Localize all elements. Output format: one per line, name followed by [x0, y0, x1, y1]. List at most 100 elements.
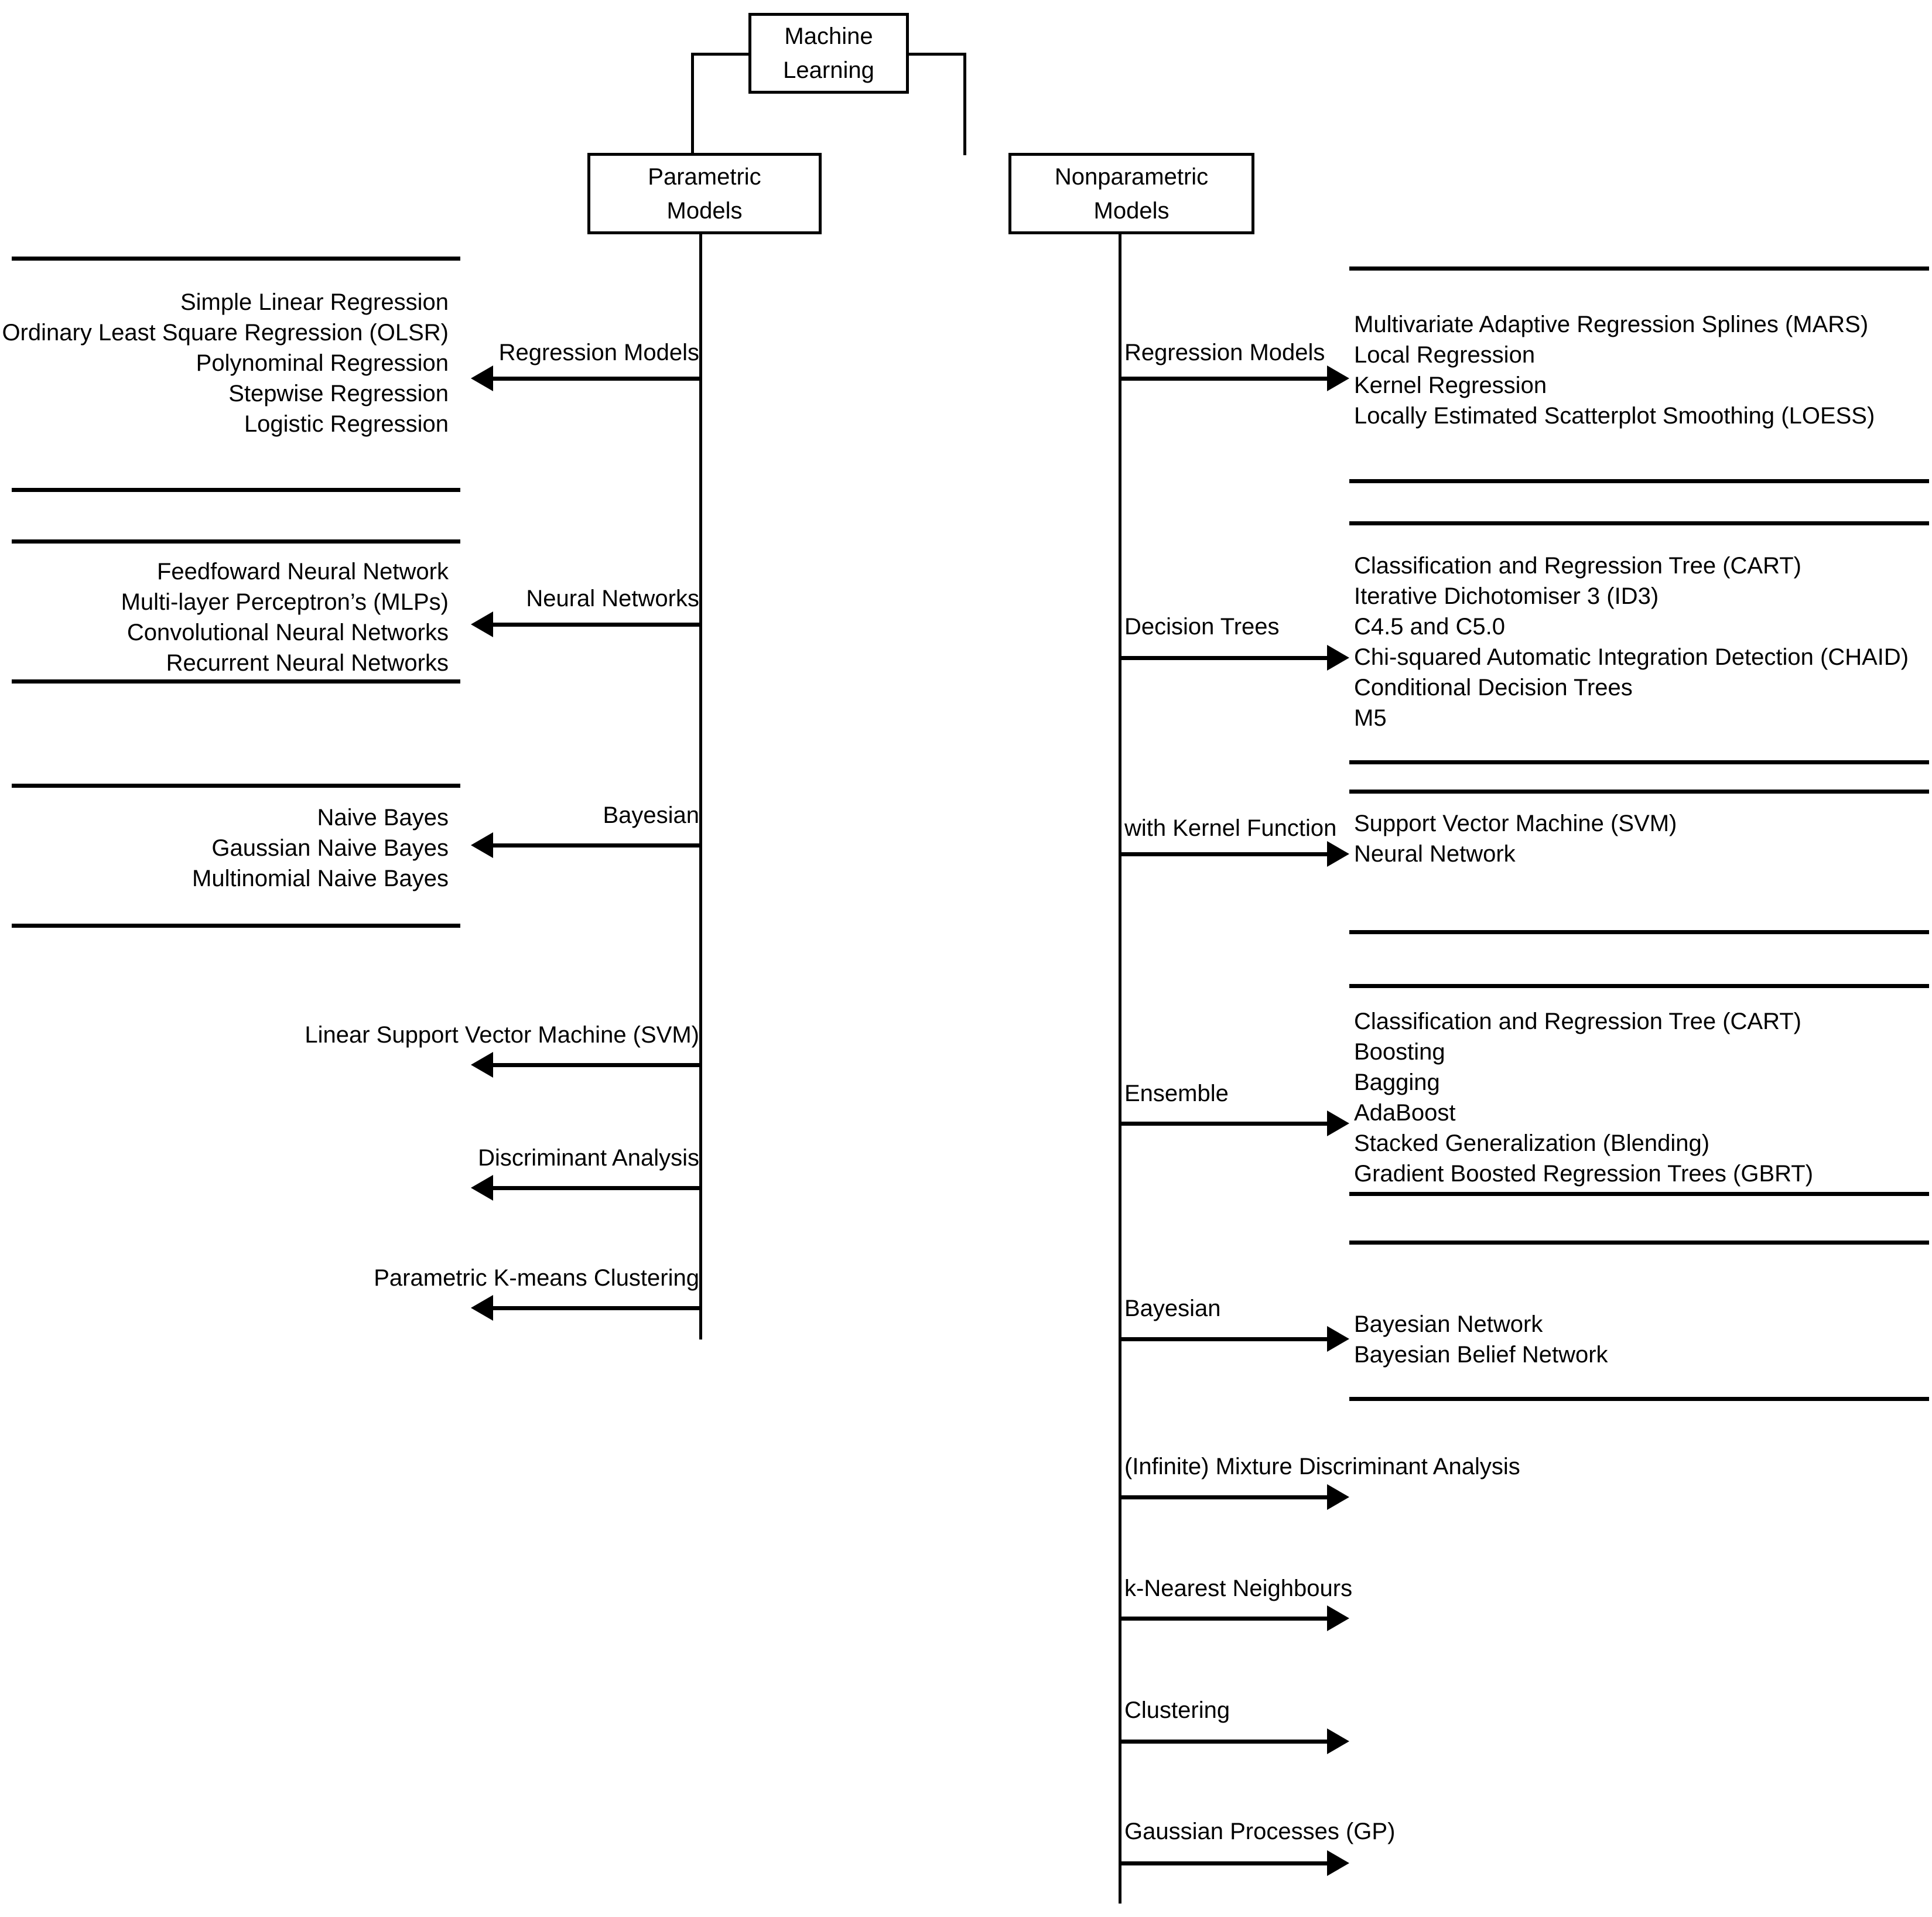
rule-nonparametric-group-0-bottom: [1349, 479, 1929, 483]
rule-parametric-group-2-top: [12, 784, 460, 788]
arrow-head-nonparametric-single-2: [1327, 1728, 1349, 1754]
list-item: Classification and Regression Tree (CART…: [1354, 1009, 1802, 1034]
arrow-head-nonparametric-single-3: [1327, 1850, 1349, 1876]
arrow-head-nonparametric-single-0: [1327, 1484, 1349, 1510]
nonparametric-group-2-items: Support Vector Machine (SVM) Neural Netw…: [1354, 808, 1932, 869]
edge-label-parametric-group-0: Regression Models: [498, 340, 699, 365]
list-item: Convolutional Neural Networks: [126, 620, 449, 645]
edge-label-nonparametric-single-3: Gaussian Processes (GP): [1124, 1819, 1396, 1844]
rule-nonparametric-group-4-top: [1349, 1241, 1929, 1245]
arrow-head-parametric-single-1: [471, 1175, 493, 1201]
rule-parametric-group-0-bottom: [12, 488, 460, 492]
trunk-parametric: [699, 234, 702, 1339]
edge-label-nonparametric-single-2: Clustering: [1124, 1697, 1230, 1723]
parametric-group-1-items: Feedfoward Neural Network Multi-layer Pe…: [0, 556, 449, 678]
nonparametric-group-1-items: Classification and Regression Tree (CART…: [1354, 551, 1932, 733]
arrow-shaft-nonparametric-group-2: [1120, 852, 1327, 856]
rule-nonparametric-group-2-bottom: [1349, 930, 1929, 934]
rule-parametric-group-1-bottom: [12, 679, 460, 684]
list-item: Chi-squared Automatic Integration Detect…: [1354, 644, 1909, 670]
rule-nonparametric-group-2-top: [1349, 790, 1929, 794]
edge-label-nonparametric-group-0: Regression Models: [1124, 340, 1325, 365]
parametric-group-2-items: Naive Bayes Gaussian Naive Bayes Multino…: [0, 802, 449, 894]
rule-nonparametric-group-1-top: [1349, 521, 1929, 525]
arrow-shaft-nonparametric-single-3: [1120, 1861, 1327, 1865]
arrow-head-parametric-single-0: [471, 1052, 493, 1078]
arrow-head-nonparametric-group-1: [1327, 645, 1349, 671]
arrow-shaft-nonparametric-single-2: [1120, 1740, 1327, 1744]
rule-nonparametric-group-1-bottom: [1349, 760, 1929, 764]
rule-nonparametric-group-0-top: [1349, 266, 1929, 271]
edge-label-nonparametric-group-2: with Kernel Function: [1124, 815, 1337, 841]
edge-label-nonparametric-group-3: Ensemble: [1124, 1081, 1229, 1106]
list-item: Locally Estimated Scatterplot Smoothing …: [1354, 403, 1875, 429]
list-item: Naive Bayes: [317, 805, 449, 831]
rule-parametric-group-1-top: [12, 539, 460, 544]
arrow-head-parametric-group-1: [471, 611, 493, 637]
list-item: Bayesian Belief Network: [1354, 1342, 1608, 1368]
trunk-nonparametric: [1119, 234, 1121, 1904]
connector-root-left-horizontal: [691, 53, 750, 56]
list-item: Polynominal Regression: [196, 350, 449, 376]
arrow-shaft-nonparametric-single-0: [1120, 1495, 1327, 1499]
list-item: Stepwise Regression: [228, 381, 449, 406]
node-parametric-models-label: Parametric Models: [648, 163, 761, 224]
node-nonparametric-models[interactable]: Nonparametric Models: [1008, 153, 1254, 234]
arrow-shaft-parametric-single-2: [493, 1306, 700, 1310]
rule-parametric-group-2-bottom: [12, 924, 460, 928]
arrow-shaft-parametric-single-0: [493, 1063, 700, 1067]
node-parametric-models[interactable]: Parametric Models: [587, 153, 822, 234]
nonparametric-group-3-items: Classification and Regression Tree (CART…: [1354, 1006, 1932, 1189]
list-item: Iterative Dichotomiser 3 (ID3): [1354, 583, 1659, 609]
list-item: AdaBoost: [1354, 1100, 1456, 1126]
list-item: Feedfoward Neural Network: [157, 559, 449, 585]
list-item: Gradient Boosted Regression Trees (GBRT): [1354, 1161, 1814, 1187]
arrow-shaft-parametric-group-0: [493, 377, 700, 381]
arrow-head-nonparametric-group-3: [1327, 1110, 1349, 1136]
list-item: Bagging: [1354, 1069, 1440, 1095]
list-item: M5: [1354, 705, 1387, 731]
arrow-shaft-nonparametric-group-3: [1120, 1122, 1327, 1126]
arrow-shaft-nonparametric-group-4: [1120, 1337, 1327, 1341]
list-item: Multinomial Naive Bayes: [192, 866, 449, 891]
node-machine-learning-label: Machine Learning: [783, 23, 874, 83]
nonparametric-group-0-items: Multivariate Adaptive Regression Splines…: [1354, 309, 1932, 431]
connector-root-right-vertical: [963, 53, 966, 155]
list-item: Support Vector Machine (SVM): [1354, 811, 1677, 836]
parametric-group-0-items: Simple Linear Regression Ordinary Least …: [0, 287, 449, 439]
arrow-head-parametric-group-2: [471, 832, 493, 858]
rule-nonparametric-group-3-top: [1349, 984, 1929, 988]
list-item: Logistic Regression: [244, 411, 449, 437]
edge-label-parametric-single-0: Linear Support Vector Machine (SVM): [305, 1022, 699, 1048]
arrow-head-nonparametric-group-4: [1327, 1326, 1349, 1352]
edge-label-parametric-single-2: Parametric K-means Clustering: [374, 1265, 699, 1291]
list-item: Multivariate Adaptive Regression Splines…: [1354, 312, 1869, 337]
list-item: Stacked Generalization (Blending): [1354, 1130, 1710, 1156]
list-item: Gaussian Naive Bayes: [211, 835, 449, 861]
edge-label-parametric-group-1: Neural Networks: [526, 586, 699, 611]
arrow-shaft-parametric-single-1: [493, 1186, 700, 1190]
edge-label-parametric-single-1: Discriminant Analysis: [478, 1145, 699, 1171]
arrow-shaft-nonparametric-group-0: [1120, 377, 1327, 381]
node-machine-learning[interactable]: Machine Learning: [748, 13, 909, 94]
list-item: Simple Linear Regression: [180, 289, 449, 315]
arrow-shaft-parametric-group-2: [493, 843, 700, 848]
list-item: Local Regression: [1354, 342, 1536, 368]
connector-root-right-horizontal: [908, 53, 966, 56]
list-item: C4.5 and C5.0: [1354, 614, 1505, 640]
arrow-head-nonparametric-single-1: [1327, 1605, 1349, 1631]
arrow-shaft-parametric-group-1: [493, 623, 700, 627]
list-item: Neural Network: [1354, 841, 1516, 867]
list-item: Conditional Decision Trees: [1354, 675, 1633, 700]
edge-label-nonparametric-single-0: (Infinite) Mixture Discriminant Analysis: [1124, 1454, 1520, 1479]
rule-nonparametric-group-3-bottom: [1349, 1192, 1929, 1196]
list-item: Ordinary Least Square Regression (OLSR): [2, 320, 449, 346]
list-item: Bayesian Network: [1354, 1311, 1543, 1337]
node-nonparametric-models-label: Nonparametric Models: [1054, 163, 1209, 224]
arrow-shaft-nonparametric-single-1: [1120, 1617, 1327, 1621]
list-item: Classification and Regression Tree (CART…: [1354, 553, 1802, 579]
arrow-head-nonparametric-group-0: [1327, 365, 1349, 391]
arrow-shaft-nonparametric-group-1: [1120, 656, 1327, 660]
edge-label-parametric-group-2: Bayesian: [603, 802, 699, 828]
